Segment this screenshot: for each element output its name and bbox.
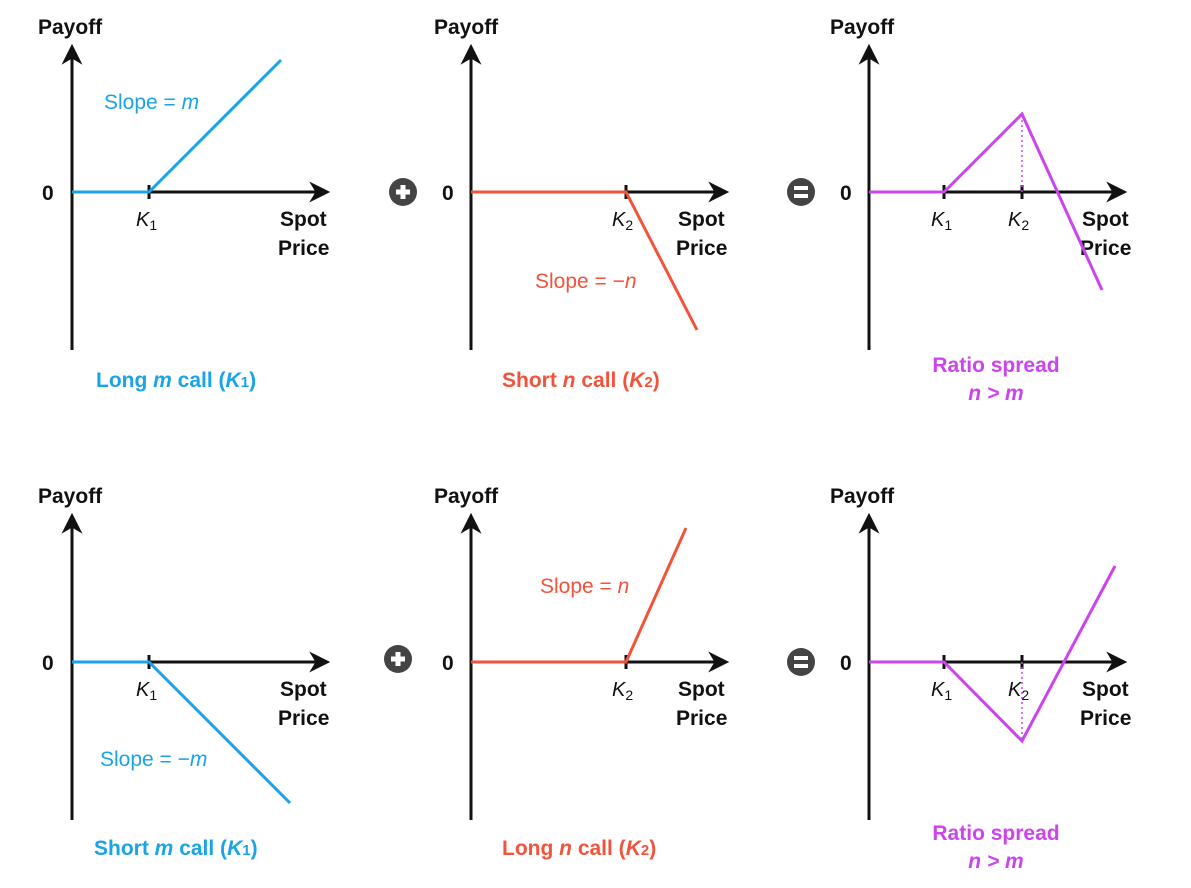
- spot-label: Spot: [280, 208, 327, 231]
- spot-label: Spot: [280, 678, 327, 701]
- k1-label: K1: [136, 679, 157, 703]
- zero-label: 0: [840, 652, 852, 675]
- spot-label: Spot: [1082, 678, 1129, 701]
- spot-label: Spot: [678, 208, 725, 231]
- panel-long-m-call: Payoff 0 K1 Spot Price Slope = m Long m …: [38, 16, 331, 392]
- k2-label: K2: [1008, 209, 1029, 233]
- spot-label: Spot: [678, 678, 725, 701]
- payoff-axis-title: Payoff: [830, 485, 895, 508]
- k1-label: K1: [136, 209, 157, 233]
- zero-label: 0: [42, 182, 54, 205]
- panel-short-m-call: Payoff 0 K1 Spot Price Slope = −m Short …: [38, 485, 331, 860]
- k2-label: K2: [612, 209, 633, 233]
- payoff-line-blue: [72, 660, 292, 805]
- payoff-axis-title: Payoff: [38, 16, 103, 39]
- price-label: Price: [1080, 237, 1131, 260]
- equals-operator: [787, 648, 815, 676]
- zero-label: 0: [442, 652, 454, 675]
- caption-condition: n > m: [968, 850, 1023, 873]
- caption-condition: n > m: [968, 382, 1023, 405]
- payoff-line-magenta: [869, 111, 1104, 291]
- equals-operator: [787, 178, 815, 206]
- equals-circle-icon: [787, 178, 815, 206]
- equals-circle-icon: [787, 648, 815, 676]
- k1-label: K1: [931, 209, 952, 233]
- panel-ratio-spread: Payoff 0 K1 K2 Spot Price Ratio spread n…: [830, 16, 1131, 405]
- k2-label: K2: [1008, 679, 1029, 703]
- zero-label: 0: [840, 182, 852, 205]
- slope-label: Slope = m: [104, 91, 199, 114]
- price-label: Price: [278, 237, 329, 260]
- payoff-line-blue: [72, 58, 283, 194]
- k1-label: K1: [931, 679, 952, 703]
- slope-label: Slope = −n: [535, 270, 637, 293]
- caption-ratio-spread: Ratio spread: [932, 822, 1059, 845]
- price-label: Price: [676, 237, 727, 260]
- zero-label: 0: [42, 652, 54, 675]
- slope-label: Slope = n: [540, 575, 629, 598]
- plus-operator: [384, 645, 412, 673]
- zero-label: 0: [442, 182, 454, 205]
- panel-short-n-call: Payoff 0 K2 Spot Price Slope = −n Short …: [434, 16, 730, 392]
- panel-ratio-spread: Payoff 0 K1 K2 Spot Price Ratio spread n…: [830, 485, 1131, 873]
- caption-short-n-call: Short n call (K2): [502, 369, 660, 392]
- plus-operator: [389, 178, 417, 206]
- payoff-line-red: [471, 527, 688, 664]
- price-label: Price: [676, 707, 727, 730]
- caption-long-m-call: Long m call (K1): [96, 369, 256, 392]
- caption-ratio-spread: Ratio spread: [932, 354, 1059, 377]
- payoff-axis-title: Payoff: [830, 16, 895, 39]
- panel-long-n-call: Payoff 0 K2 Spot Price Slope = n Long n …: [434, 485, 730, 860]
- payoff-line-magenta: [869, 565, 1117, 744]
- payoff-axis-title: Payoff: [434, 16, 499, 39]
- spot-label: Spot: [1082, 208, 1129, 231]
- caption-long-n-call: Long n call (K2): [502, 837, 656, 860]
- slope-label: Slope = −m: [100, 748, 207, 771]
- price-label: Price: [1080, 707, 1131, 730]
- k2-label: K2: [612, 679, 633, 703]
- price-label: Price: [278, 707, 329, 730]
- caption-short-m-call: Short m call (K1): [94, 837, 258, 860]
- payoff-axis-title: Payoff: [38, 485, 103, 508]
- payoff-axis-title: Payoff: [434, 485, 499, 508]
- payoff-line-red: [471, 190, 699, 331]
